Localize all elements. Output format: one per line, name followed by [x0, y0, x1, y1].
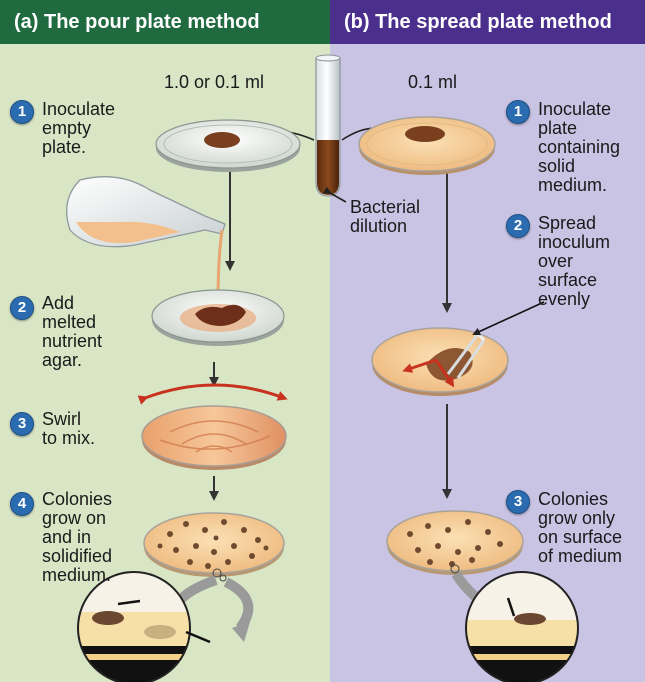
pour-step-4-badge: 4: [10, 492, 34, 516]
pour-plate-1: [156, 120, 300, 172]
pour-header: (a) The pour plate method: [0, 0, 330, 44]
spread-plate-1: [359, 117, 495, 175]
test-tube: [316, 55, 340, 196]
pour-step-2-badge: 2: [10, 296, 34, 320]
spread-step-2-badge: 2: [506, 214, 530, 238]
pour-step-2-text: Add melted nutrient agar.: [42, 294, 102, 370]
pour-step-1-badge: 1: [10, 100, 34, 124]
spread-step-3-badge: 3: [506, 490, 530, 514]
spread-step-2-text: Spread inoculum over surface evenly: [538, 214, 610, 309]
spread-step-1-badge: 1: [506, 100, 530, 124]
pour-step-1-text: Inoculate empty plate.: [42, 100, 115, 157]
pour-plate-2: [152, 290, 284, 346]
spread-step-3-text: Colonies grow only on surface of medium: [538, 490, 622, 566]
pour-volume-label: 1.0 or 0.1 ml: [164, 72, 264, 93]
bacterial-dilution-label: Bacterial dilution: [350, 198, 420, 236]
spread-volume-label: 0.1 ml: [408, 72, 457, 93]
spread-plate-3: [387, 511, 523, 575]
pour-step-3-badge: 3: [10, 412, 34, 436]
spread-header: (b) The spread plate method: [330, 0, 645, 44]
pour-step-4-text: Colonies grow on and in solidified mediu…: [42, 490, 112, 585]
spread-plate-2: [372, 328, 508, 396]
spread-step-1-text: Inoculate plate containing solid medium.: [538, 100, 620, 195]
pour-step-3-text: Swirl to mix.: [42, 410, 95, 448]
pour-plate-3: [142, 406, 286, 470]
